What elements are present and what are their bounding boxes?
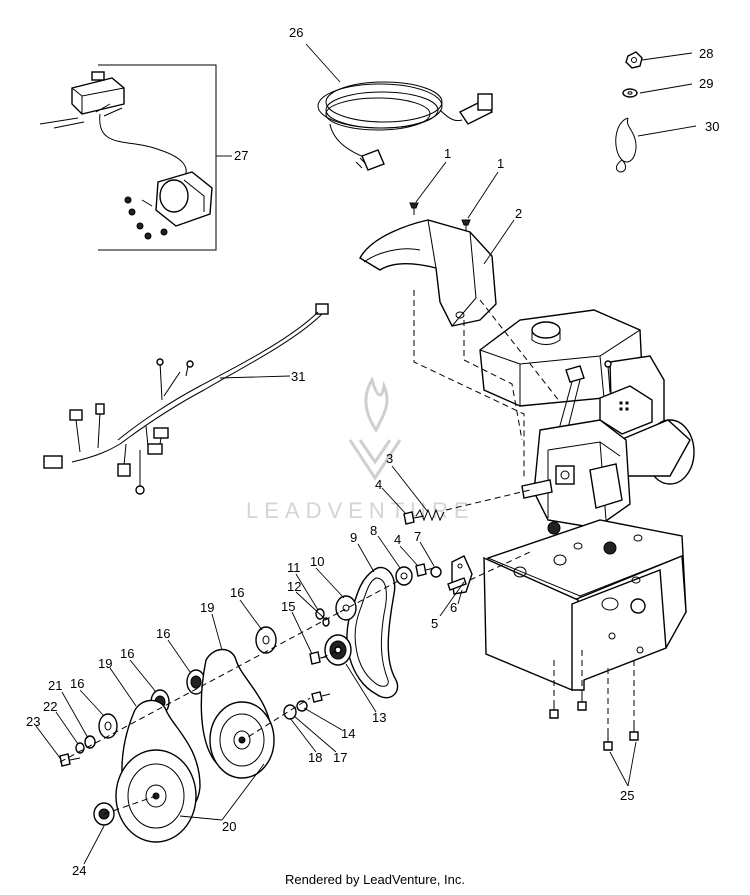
callout-9: 9 (350, 530, 357, 545)
leader-lines (35, 43, 697, 865)
hex-bolts (403, 511, 435, 577)
callout-28: 28 (699, 46, 713, 61)
callout-22: 22 (43, 699, 57, 714)
electric-starter-kit (39, 64, 217, 251)
pulley-hardware (59, 735, 96, 767)
callout-15: 15 (281, 599, 295, 614)
callout-14: 14 (341, 726, 355, 741)
callout-1-right: 1 (497, 156, 504, 171)
callout-11: 11 (287, 560, 301, 575)
callout-16-mid: 16 (156, 626, 170, 641)
callout-21: 21 (48, 678, 62, 693)
hex-nut (625, 51, 643, 69)
callout-4-upper: 4 (375, 477, 382, 492)
wiring-harness (43, 303, 329, 495)
hairpin-clip (615, 117, 637, 173)
callout-26: 26 (289, 25, 303, 40)
callout-4-lower: 4 (394, 532, 401, 547)
engine-assembly (479, 309, 695, 529)
callout-8: 8 (370, 523, 377, 538)
callout-16-left: 16 (70, 676, 84, 691)
leadventure-watermark: LEADVENTURE (246, 376, 469, 523)
idler-bracket-washers (395, 566, 442, 586)
footer-credit: Rendered by LeadVenture, Inc. (285, 872, 465, 887)
frame-mounting-plate (483, 519, 687, 692)
callout-30: 30 (705, 119, 719, 134)
extension-spring (415, 508, 445, 522)
idler-bracket (447, 555, 473, 595)
frame-bolts (549, 692, 639, 751)
pulley-washers (98, 626, 277, 739)
callout-27: 27 (234, 148, 248, 163)
engine-pulley-large (209, 701, 275, 779)
callout-10: 10 (310, 554, 324, 569)
callout-labels: 26 28 29 30 27 1 1 2 31 3 4 9 8 4 7 10 1… (26, 25, 719, 878)
alignment-lines (59, 290, 635, 815)
callout-18: 18 (308, 750, 322, 765)
callout-19-upper: 19 (200, 600, 214, 615)
callout-12: 12 (287, 579, 301, 594)
callout-29: 29 (699, 76, 713, 91)
callout-1-left: 1 (444, 146, 451, 161)
callout-3: 3 (386, 451, 393, 466)
callout-2: 2 (515, 206, 522, 221)
callout-6: 6 (450, 600, 457, 615)
callout-5: 5 (431, 616, 438, 631)
callout-13: 13 (372, 710, 386, 725)
callout-31: 31 (291, 369, 305, 384)
belt-cover (359, 219, 497, 327)
extension-cord (317, 81, 494, 171)
callout-20: 20 (222, 819, 236, 834)
belt-cover-screws (409, 202, 471, 232)
callout-16-low: 16 (120, 646, 134, 661)
callout-25: 25 (620, 788, 634, 803)
callout-16-top: 16 (230, 585, 244, 600)
idler-pulley (324, 634, 352, 666)
idler-hardware-lower (283, 691, 331, 720)
belt-guide-washer (335, 595, 357, 621)
callout-19-lower: 19 (98, 656, 112, 671)
callout-23: 23 (26, 714, 40, 729)
callout-7: 7 (414, 529, 421, 544)
callout-24: 24 (72, 863, 86, 878)
callout-17: 17 (333, 750, 347, 765)
flat-washer (622, 88, 638, 98)
